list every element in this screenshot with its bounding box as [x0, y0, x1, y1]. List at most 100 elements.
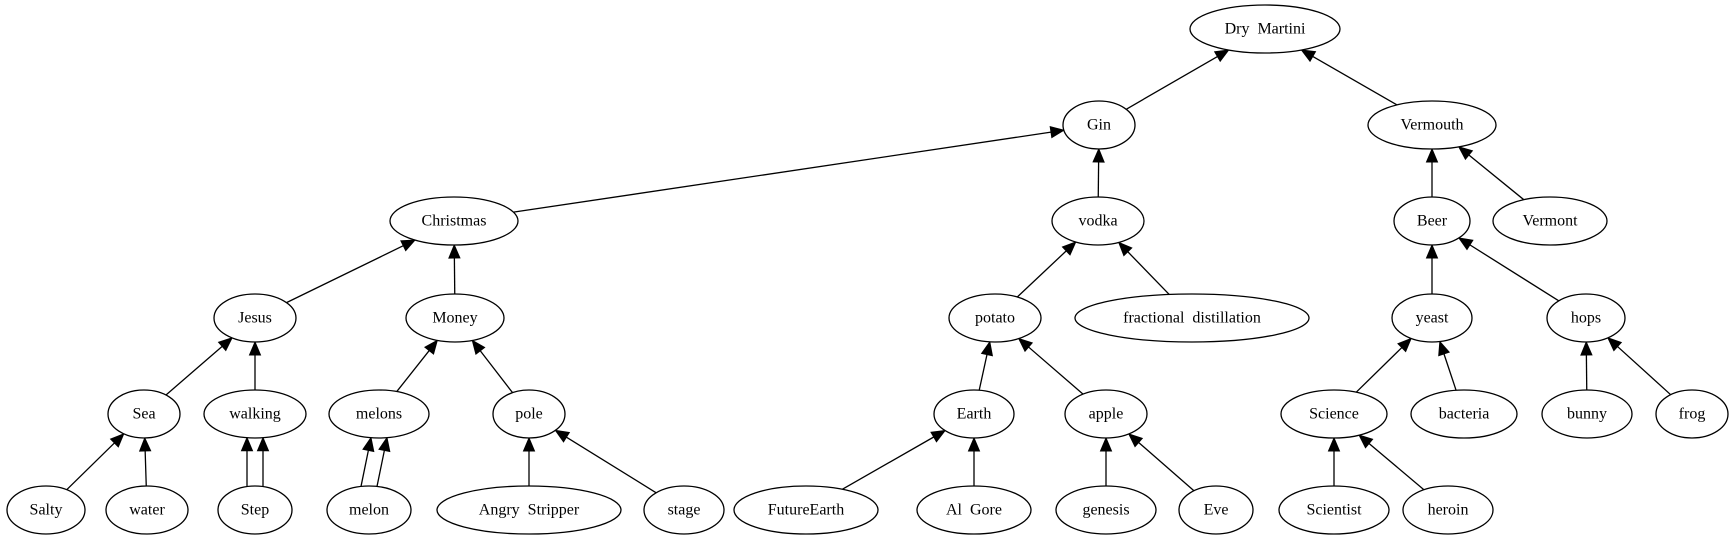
node-label: Salty — [30, 502, 63, 519]
node-ellipse — [1655, 389, 1729, 439]
node-eve: Eve — [1178, 485, 1254, 535]
edge-al_gore-to-earth — [967, 436, 981, 486]
arrowhead-icon — [1213, 49, 1230, 63]
arrowhead-icon — [424, 339, 439, 355]
arrowhead-icon — [248, 340, 262, 356]
node-al-gore: Al Gore — [916, 485, 1032, 535]
node-label: water — [129, 502, 165, 519]
arrowhead-icon — [1397, 337, 1413, 353]
arrowhead-icon — [1300, 49, 1317, 63]
node-fractional-distillation: fractional distillation — [1074, 293, 1310, 343]
node-ellipse — [436, 485, 622, 535]
node-label: Al Gore — [946, 502, 1002, 519]
arrowhead-icon — [378, 436, 391, 453]
node-ellipse — [1492, 196, 1608, 246]
arrowhead-icon — [240, 436, 254, 452]
node-ellipse — [1074, 293, 1310, 343]
arrowhead-icon — [362, 436, 375, 453]
arrowhead-icon — [109, 432, 125, 448]
edge-line — [1617, 346, 1672, 396]
node-vodka: vodka — [1051, 196, 1145, 246]
node-angry-stripper: Angry Stripper — [436, 485, 622, 535]
node-label: Sea — [132, 406, 155, 423]
node-label: potato — [975, 310, 1015, 327]
node-ellipse — [105, 485, 189, 535]
node-vermont: Vermont — [1492, 196, 1608, 246]
edge-line — [978, 354, 988, 391]
edge-christmas-to-gin — [513, 126, 1066, 213]
edge-frog-to-hops — [1606, 336, 1672, 396]
node-label: vodka — [1078, 213, 1117, 230]
node-ellipse — [1280, 389, 1388, 439]
node-pole: pole — [492, 389, 566, 439]
arrowhead-icon — [448, 243, 461, 259]
arrowhead-icon — [554, 429, 571, 443]
node-water: water — [105, 485, 189, 535]
node-ellipse — [1055, 485, 1157, 535]
edge-line — [396, 350, 430, 392]
arrowhead-icon — [1438, 340, 1451, 357]
node-ellipse — [405, 293, 505, 343]
edge-bacteria-to-yeast — [1438, 340, 1457, 391]
node-earth: Earth — [933, 389, 1015, 439]
edge-salty-to-sea — [66, 432, 125, 491]
arrowhead-icon — [1099, 436, 1113, 452]
node-heroin: heroin — [1402, 485, 1494, 535]
edge-line — [360, 450, 370, 487]
edge-line — [1138, 441, 1195, 492]
node-ellipse — [326, 485, 412, 535]
arrowhead-icon — [256, 436, 270, 452]
node-futureearth: FutureEarth — [733, 485, 879, 535]
arrowhead-icon — [522, 436, 536, 452]
edge-bunny-to-hops — [1580, 340, 1593, 391]
edge-eve-to-apple — [1127, 433, 1195, 492]
node-label: hops — [1571, 310, 1601, 327]
arrowhead-icon — [400, 239, 417, 252]
edge-line — [165, 345, 223, 396]
arrowhead-icon — [1061, 241, 1077, 256]
node-label: Dry Martini — [1225, 21, 1306, 38]
edge-line — [376, 450, 386, 487]
node-label: yeast — [1416, 310, 1449, 327]
edge-line — [286, 245, 404, 304]
arrowhead-icon — [1425, 243, 1439, 259]
node-ellipse — [6, 485, 86, 535]
edge-hops-to-beer — [1457, 237, 1560, 302]
node-ellipse — [217, 485, 293, 535]
node-ellipse — [1189, 4, 1341, 54]
edge-fractional_distillation-to-vodka — [1117, 241, 1170, 295]
node-ellipse — [1410, 389, 1518, 439]
node-label: Step — [241, 502, 269, 519]
node-apple: apple — [1064, 389, 1148, 439]
node-ellipse — [1051, 196, 1145, 246]
node-vermouth: Vermouth — [1367, 100, 1497, 150]
node-jesus: Jesus — [213, 293, 297, 343]
node-dry-martini: Dry Martini — [1189, 4, 1341, 54]
node-label: Scientist — [1306, 502, 1362, 519]
node-label: Jesus — [238, 310, 272, 327]
node-hops: hops — [1546, 293, 1626, 343]
node-label: Earth — [957, 406, 992, 423]
arrowhead-icon — [930, 429, 947, 443]
node-label: Science — [1309, 406, 1359, 423]
node-label: walking — [229, 406, 281, 423]
node-label: bacteria — [1439, 406, 1490, 423]
edge-sea-to-jesus — [165, 337, 233, 396]
node-ellipse — [492, 389, 566, 439]
edge-vodka-to-gin — [1092, 147, 1105, 198]
node-label: melons — [356, 406, 402, 423]
edge-line — [66, 442, 115, 491]
edge-angry_stripper-to-pole — [522, 436, 536, 486]
edge-line — [1443, 353, 1457, 391]
node-label: stage — [668, 502, 701, 519]
edge-gin-to-dry_martini — [1125, 49, 1230, 110]
node-label: Eve — [1204, 502, 1229, 519]
node-sea: Sea — [107, 389, 181, 439]
node-science: Science — [1280, 389, 1388, 439]
arrowhead-icon — [1358, 434, 1374, 449]
arrowhead-icon — [1457, 237, 1474, 251]
node-potato: potato — [948, 293, 1042, 343]
node-ellipse — [1278, 485, 1390, 535]
